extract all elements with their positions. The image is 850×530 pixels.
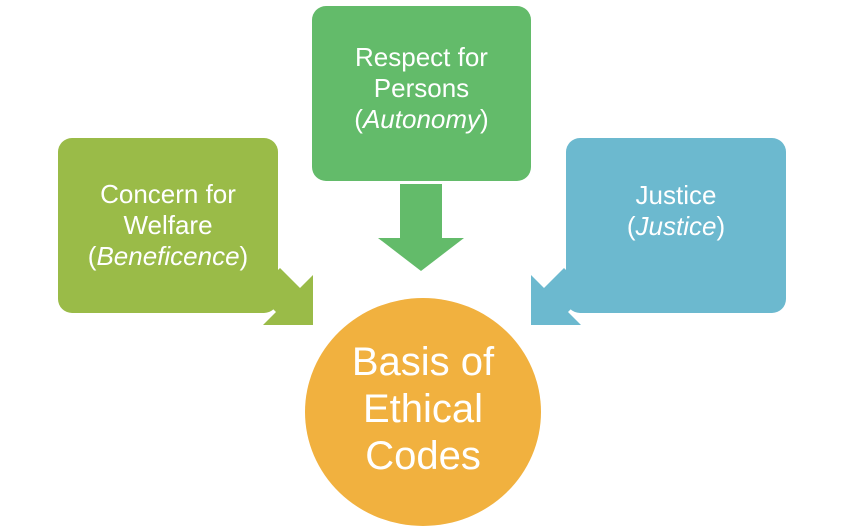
justice-paren-open: (: [626, 210, 636, 241]
respect-paren-close: ): [480, 104, 489, 134]
center-line-3: Codes: [365, 433, 481, 478]
basis-of-ethical-codes-circle: Basis of Ethical Codes: [305, 298, 541, 526]
center-line-1: Basis of: [351, 339, 495, 384]
center-line-2: Ethical: [362, 386, 484, 431]
welfare-line-2: Welfare: [123, 210, 213, 240]
welfare-paren-open: (: [87, 241, 97, 271]
respect-for-persons-box: Respect for Persons (Autonomy): [312, 6, 531, 181]
respect-paren-open: (: [354, 104, 363, 134]
justice-line-1: Justice: [635, 179, 717, 210]
welfare-paren-close: ): [239, 241, 249, 271]
concern-for-welfare-box: Concern for Welfare (Beneficence): [58, 138, 278, 313]
justice-italic-label: Justice: [635, 210, 717, 241]
respect-line-3: (Autonomy): [354, 104, 488, 135]
respect-line-2: Persons: [373, 73, 470, 103]
respect-line-1: Respect for: [355, 42, 488, 72]
welfare-line-3: (Beneficence): [88, 241, 248, 272]
justice-box: Justice (Justice): [566, 138, 786, 313]
autonomy-label: Autonomy: [362, 104, 481, 134]
justice-line-2: (Justice): [627, 211, 725, 242]
justice-paren-close: ): [716, 210, 726, 241]
welfare-line-1: Concern for: [100, 179, 236, 209]
arrow-down: [378, 184, 464, 271]
beneficence-label: Beneficence: [96, 241, 240, 271]
